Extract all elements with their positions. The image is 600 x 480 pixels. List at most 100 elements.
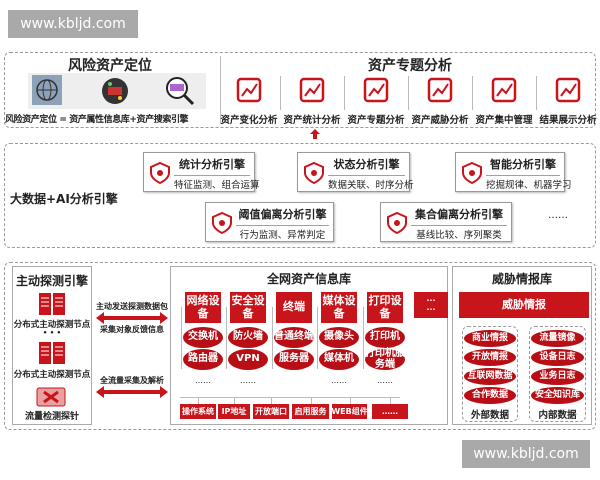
device-item: 防火墙 — [228, 327, 268, 348]
arrow-send-label: 主动发送探测数据包 — [96, 302, 168, 311]
engine-title: 状态分析引擎 — [328, 156, 405, 176]
search-trend-icon — [211, 211, 233, 235]
bottom-section — [4, 262, 596, 430]
connector-line — [317, 307, 318, 369]
connector-line — [180, 397, 400, 398]
device-category: 安全设备 — [230, 292, 266, 323]
divider — [220, 56, 221, 124]
topic-item-label: 资产集中管理 — [475, 115, 533, 126]
connector-line — [234, 397, 235, 404]
asset-attribute: IP地址 — [218, 404, 250, 419]
asset-attribute: 操作系统 — [180, 404, 216, 419]
arrow-feedback-label: 采集对象反馈信息 — [100, 325, 164, 334]
probe-node-1: 分布式主动探测节点 — [13, 320, 91, 330]
device-more: …… — [240, 376, 256, 385]
connector-line — [349, 397, 351, 404]
asset-attribute: WEB组件 — [331, 404, 368, 419]
item-divider — [472, 76, 473, 110]
server-icon — [39, 342, 65, 364]
monitor-chart-icon — [554, 76, 582, 104]
probe-dots: • • • — [42, 329, 62, 337]
top-section — [4, 52, 596, 128]
watermark-top: www.kbljd.com — [8, 10, 138, 38]
connector-line — [390, 397, 391, 404]
topic-item-label: 资产变化分析 — [220, 115, 278, 126]
engine-title: 智能分析引擎 — [486, 156, 560, 176]
device-item: 服务器 — [274, 349, 314, 370]
risk-icons — [28, 73, 206, 109]
form-user-icon — [386, 211, 408, 235]
connector-line — [271, 397, 272, 404]
external-item: 合作数据 — [464, 387, 516, 404]
external-item: 开放情报 — [464, 349, 516, 366]
arrow-traffic-label: 全流量采集及解析 — [100, 376, 164, 385]
device-item: 路由器 — [183, 349, 223, 370]
topic-title: 资产专题分析 — [368, 58, 452, 74]
asset-attribute: …… — [372, 404, 408, 419]
threat-band: 威胁情报 — [459, 292, 589, 318]
clipboard-icon — [362, 76, 390, 104]
device-more: …… — [377, 376, 393, 385]
connector-line — [181, 307, 182, 369]
item-divider — [408, 76, 409, 110]
globe-icon — [32, 75, 62, 105]
device-category: 打印设备 — [367, 292, 403, 323]
external-label: 外部数据 — [470, 410, 509, 421]
device-category: 终端 — [276, 292, 312, 323]
connector-line — [363, 307, 364, 369]
risk-title: 风险资产定位 — [68, 58, 152, 74]
probe-sensor: 流量检测探针 — [24, 412, 79, 422]
internal-item: 业务日志 — [531, 368, 584, 385]
engine-card: 集合偏离分析引擎基线比较、序列聚类 — [380, 202, 512, 242]
internal-data-group — [529, 326, 586, 422]
engine-section — [4, 143, 596, 248]
engine-more: …… — [548, 210, 568, 221]
bar-chart-icon — [235, 76, 263, 104]
external-item: 商业情报 — [464, 330, 516, 347]
arrow-up-icon — [310, 129, 320, 139]
device-item: 媒体机 — [319, 349, 359, 370]
device-category: 网络设备 — [185, 292, 221, 323]
item-divider — [536, 76, 537, 110]
connector-line — [226, 307, 227, 369]
device-more: …… — [331, 376, 347, 385]
device-item: 打印机服务端 — [365, 348, 405, 370]
connector-line — [310, 397, 312, 404]
probe-title: 主动探测引擎 — [15, 274, 88, 288]
engine-card: 状态分析引擎数据关联、时序分析 — [297, 152, 414, 192]
hazard-icon — [426, 76, 454, 104]
engine-title: 大数据+AI分析引擎 — [10, 192, 118, 206]
topic-item-label: 结果展示分析 — [539, 115, 597, 126]
data-sphere-icon — [102, 78, 128, 104]
gear-cycle-icon — [490, 76, 518, 104]
traffic-sensor-icon — [36, 387, 66, 407]
server-icon — [39, 293, 65, 315]
risk-caption: 风险资产定位 = 资产属性信息库+资产搜索引擎 — [5, 115, 189, 125]
double-arrow-icon — [96, 312, 168, 324]
probe-engine-panel — [12, 266, 92, 425]
asset-attribute: 启用服务 — [292, 404, 329, 419]
device-item: 普通终端 — [274, 327, 314, 348]
device-item: 摄像头 — [319, 327, 359, 348]
device-item: 打印机 — [365, 327, 405, 348]
engine-subtitle: 数据关联、时序分析 — [328, 180, 414, 191]
double-arrow-icon — [96, 386, 168, 398]
asset-attribute: 开放端口 — [253, 404, 289, 419]
engine-subtitle: 基线比较、序列聚类 — [416, 230, 502, 241]
engine-card: 阈值偏离分析引擎行为监测、异常判定 — [205, 202, 334, 242]
presenter-icon — [298, 76, 326, 104]
connector-line — [272, 307, 273, 369]
device-more-box: ··· ··· — [414, 292, 448, 318]
device-more: …… — [195, 376, 211, 385]
brain-head-icon — [461, 161, 483, 185]
topic-item-label: 资产统计分析 — [283, 115, 341, 126]
engine-subtitle: 行为监测、异常判定 — [239, 230, 326, 241]
item-divider — [280, 76, 281, 110]
external-item: 互联网数据 — [464, 368, 516, 385]
engine-subtitle: 挖掘规律、机器学习 — [486, 180, 572, 191]
topic-item-label: 资产专题分析 — [347, 115, 405, 126]
asset-db-title: 全网资产信息库 — [266, 272, 351, 286]
shield-lock-icon — [149, 161, 171, 185]
device-item: VPN — [228, 349, 268, 370]
engine-card: 统计分析引擎特征监测、组合运算 — [143, 152, 260, 192]
